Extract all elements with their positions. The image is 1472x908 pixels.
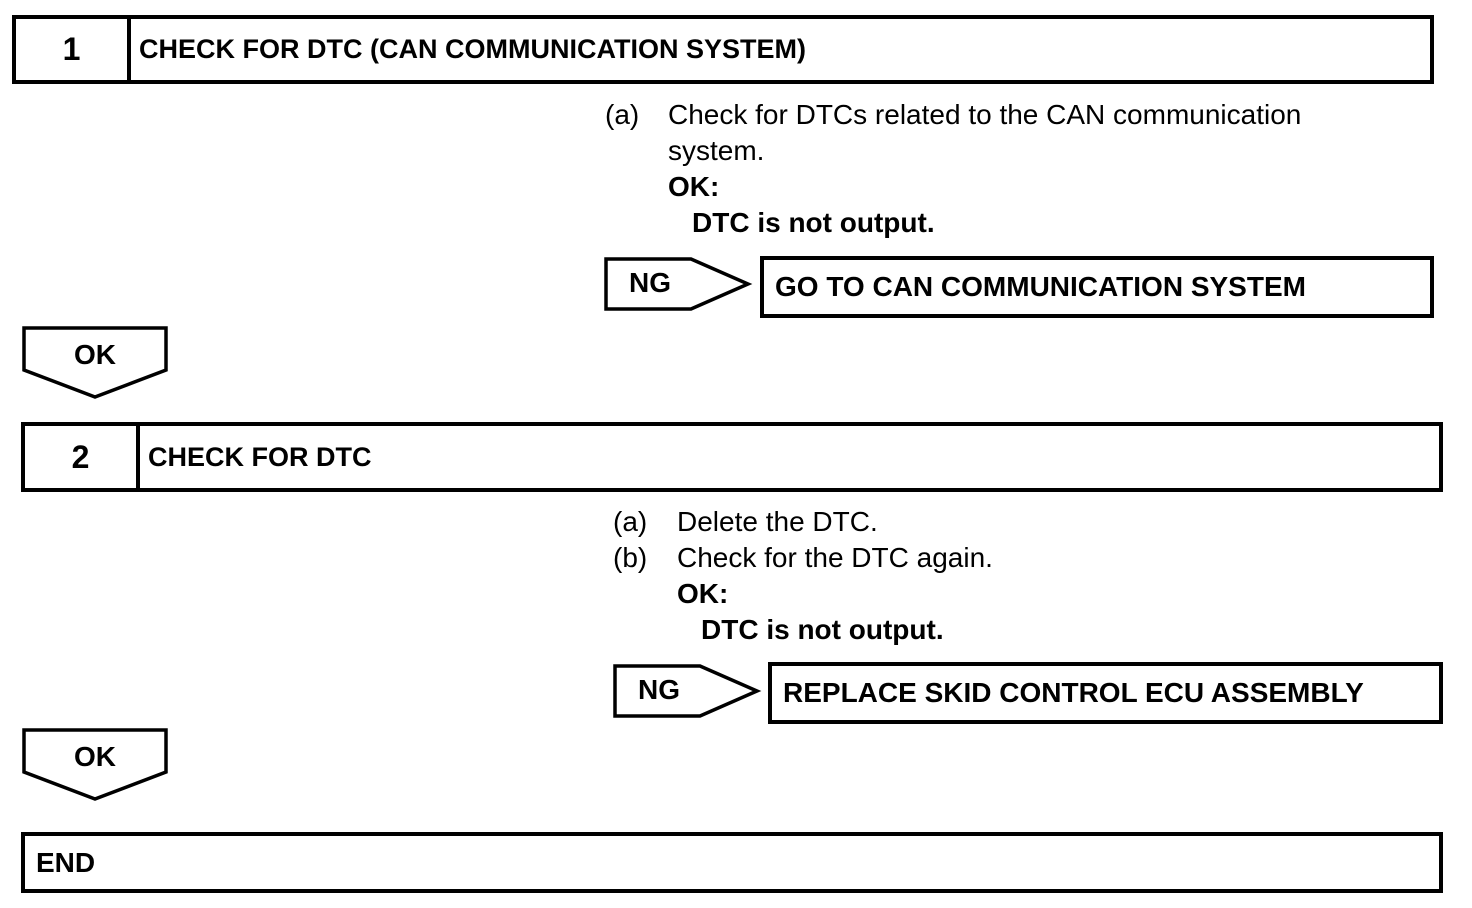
step-1-marker-a: (a) xyxy=(605,99,640,130)
step-2-ok-arrow xyxy=(22,728,168,801)
step-2-title: CHECK FOR DTC xyxy=(148,441,372,472)
step-2-ok-arrow-label: OK xyxy=(74,741,116,772)
step-2-header: 2 CHECK FOR DTC xyxy=(21,422,1443,492)
step-2-ng-action-box: REPLACE SKID CONTROL ECU ASSEMBLY xyxy=(768,662,1443,724)
step-2-ng-arrow xyxy=(613,664,762,718)
step-1-title: CHECK FOR DTC (CAN COMMUNICATION SYSTEM) xyxy=(139,34,806,64)
step-1-ok-label: OK: xyxy=(668,171,720,202)
step-2-ok-condition: DTC is not output. xyxy=(701,614,944,645)
step-2-number: 2 xyxy=(25,426,140,488)
step-1-instruction-a-line-2: system. xyxy=(668,135,765,166)
step-1-ok-condition: DTC is not output. xyxy=(692,207,935,238)
step-2-instruction-a: Delete the DTC. xyxy=(677,506,878,537)
step-1-number: 1 xyxy=(16,19,131,80)
step-1-ng-action-box: GO TO CAN COMMUNICATION SYSTEM xyxy=(760,256,1434,318)
step-1-instruction-a-line-1: Check for DTCs related to the CAN commun… xyxy=(668,99,1302,130)
step-1-ng-label: NG xyxy=(629,267,671,298)
step-2-ng-label: NG xyxy=(638,674,680,705)
step-1-ok-arrow xyxy=(22,326,168,399)
step-2-marker-a: (a) xyxy=(613,506,648,537)
step-1-header: 1 CHECK FOR DTC (CAN COMMUNICATION SYSTE… xyxy=(12,15,1434,84)
step-1-ok-arrow-label: OK xyxy=(74,339,116,370)
step-2-instruction-b: Check for the DTC again. xyxy=(677,542,993,573)
step-2-marker-b: (b) xyxy=(613,542,648,573)
end-box: END xyxy=(21,832,1443,893)
step-2-ok-label: OK: xyxy=(677,578,729,609)
step-1-ng-arrow xyxy=(604,257,753,311)
